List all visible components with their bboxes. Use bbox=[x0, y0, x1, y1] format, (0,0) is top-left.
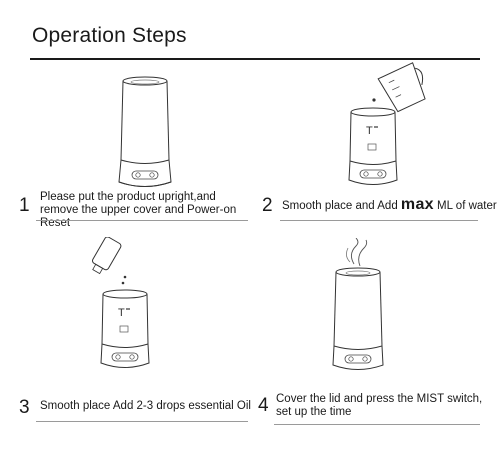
step-3-number: 3 bbox=[19, 397, 30, 418]
step-2-text-before: Smooth place and Add bbox=[282, 200, 401, 212]
step-2-max-emphasis: max bbox=[400, 196, 434, 213]
humidifier-misting-illustration bbox=[332, 238, 384, 370]
step-2-number: 2 bbox=[262, 195, 273, 216]
humidifier-pour-water-illustration: T bbox=[348, 62, 426, 185]
step-2-divider bbox=[280, 220, 478, 221]
step-1-text: Please put the product upright,and remov… bbox=[40, 191, 237, 229]
step-3-divider bbox=[36, 421, 248, 422]
humidifier-add-oil-illustration: T bbox=[92, 237, 150, 368]
svg-text:T: T bbox=[118, 307, 125, 319]
step-4-text: Cover the lid and press the MIST switch,… bbox=[276, 393, 483, 418]
step-1-divider bbox=[36, 220, 248, 221]
page-title: Operation Steps bbox=[32, 24, 187, 47]
step-4-divider bbox=[274, 424, 480, 425]
step-2-text: Smooth place and Add max ML of water bbox=[282, 196, 497, 213]
humidifier-with-cover-illustration bbox=[118, 76, 172, 187]
step-4-number: 4 bbox=[258, 395, 269, 416]
step-3-text: Smooth place Add 2-3 drops essential Oil bbox=[40, 400, 251, 412]
step-1-number: 1 bbox=[19, 195, 30, 216]
step-2-text-after: ML of water bbox=[433, 200, 497, 212]
svg-text:T: T bbox=[366, 125, 373, 137]
title-divider bbox=[30, 58, 480, 60]
